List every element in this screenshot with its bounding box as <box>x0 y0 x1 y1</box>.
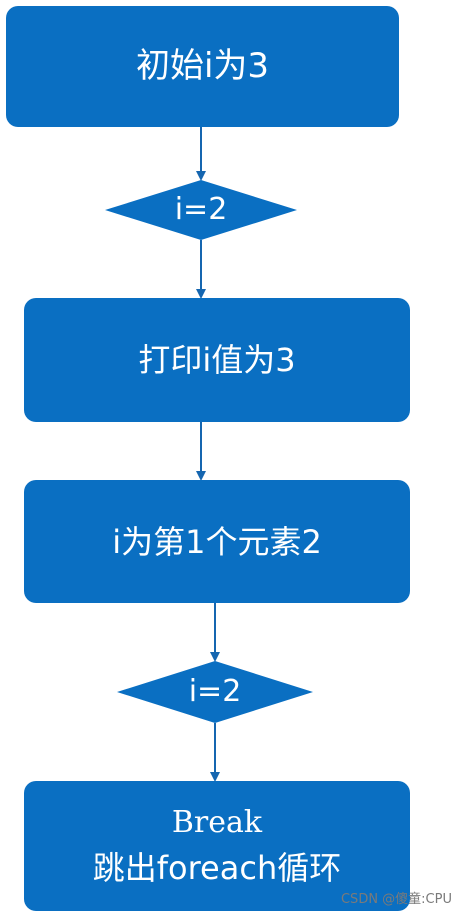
decision-1-label: i=2 <box>174 192 228 227</box>
node-break[interactable]: Break 跳出foreach循环 <box>24 781 410 911</box>
node-print[interactable]: 打印i值为3 <box>24 298 410 422</box>
decision-2-label: i=2 <box>188 674 242 709</box>
node-break-desc: 跳出foreach循环 <box>92 848 342 887</box>
decision-diamond-2[interactable] <box>117 661 313 723</box>
watermark: CSDN @傻童:CPU <box>340 892 452 907</box>
node-init[interactable]: 初始i为3 <box>6 6 399 127</box>
decision-diamond-1[interactable] <box>105 180 297 240</box>
node-break-title: Break <box>171 805 263 841</box>
node-init-label: 初始i为3 <box>135 46 270 87</box>
node-print-label: 打印i值为3 <box>138 341 296 379</box>
node-assign[interactable]: i为第1个元素2 <box>24 480 410 603</box>
node-assign-label: i为第1个元素2 <box>112 522 322 561</box>
